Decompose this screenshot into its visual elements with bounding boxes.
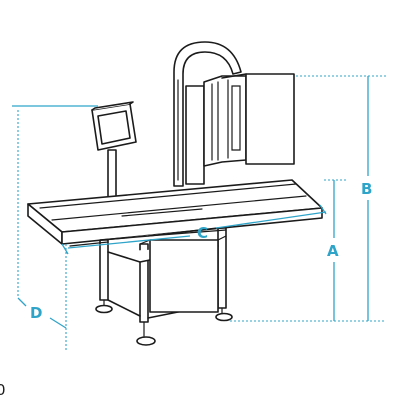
control-cabinet	[185, 73, 295, 185]
display-terminal	[91, 101, 137, 199]
checkweigher-machine	[27, 41, 323, 346]
dimension-a-label: A	[327, 242, 339, 260]
dimension-c: C	[61, 204, 327, 255]
figure-caption: 0	[0, 381, 6, 399]
gooseneck-arm	[173, 41, 242, 187]
conveyor-belt	[27, 179, 323, 247]
leveling-feet	[95, 299, 233, 346]
dimension-lines: B A C D	[12, 75, 386, 350]
frame-base	[99, 227, 227, 323]
dimension-a: A	[324, 179, 346, 321]
dimension-b: B	[230, 75, 386, 322]
dimension-d-label: D	[30, 304, 42, 322]
dimension-c-label: C	[197, 224, 208, 242]
dimension-d: D	[12, 105, 98, 350]
dimension-b-label: B	[361, 180, 372, 198]
